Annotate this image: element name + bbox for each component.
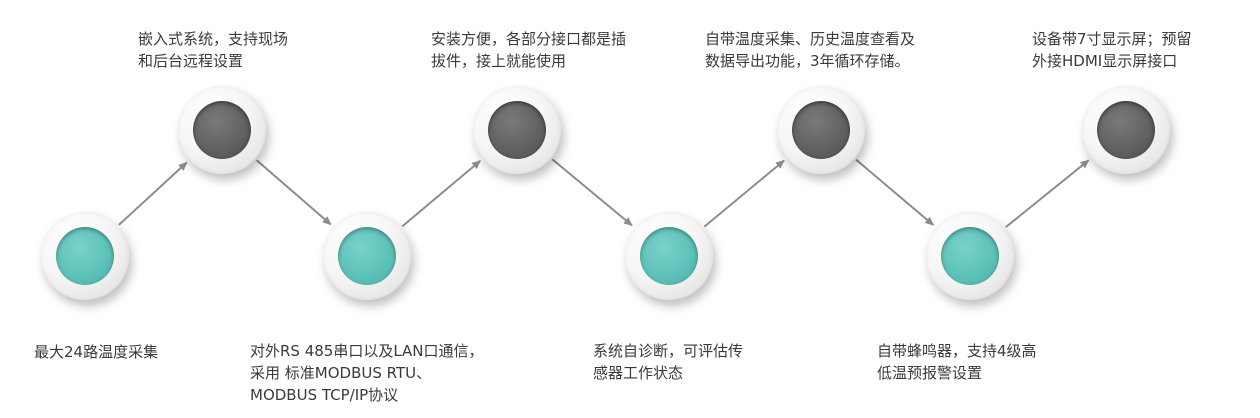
step-label-line: 嵌入式系统，支持现场: [138, 30, 289, 48]
connector-arrow: [703, 159, 785, 228]
node-core: [338, 227, 396, 285]
step-node-3: [323, 212, 411, 300]
step-label-line: 最大24路温度采集: [34, 343, 159, 361]
connector-arrow: [118, 161, 188, 226]
step-node-4: [473, 86, 561, 174]
node-core: [1097, 101, 1155, 159]
step-label-2: 嵌入式系统，支持现场 和后台远程设置: [138, 28, 288, 72]
step-label-1: 最大24路温度采集: [34, 341, 158, 363]
step-node-1: [41, 212, 129, 300]
node-core: [56, 227, 114, 285]
node-core: [792, 101, 850, 159]
step-node-8: [1082, 86, 1170, 174]
connector-arrow: [551, 158, 633, 227]
step-label-line: 外接HDMI显示屏接口: [1032, 52, 1178, 70]
step-label-line: 拔件，接上就能使用: [431, 52, 567, 70]
connector-arrow: [855, 158, 935, 226]
step-label-line: 感器工作状态: [593, 364, 684, 382]
connector-arrow: [1005, 159, 1090, 228]
step-label-line: MODBUS TCP/IP协议: [250, 386, 399, 404]
step-label-4: 安装方便，各部分接口都是插 拔件，接上就能使用: [431, 28, 626, 72]
step-label-line: 安装方便，各部分接口都是插: [431, 30, 627, 48]
step-label-line: 采用 标准MODBUS RTU、: [250, 364, 432, 382]
step-label-line: 对外RS 485串口以及LAN口通信，: [250, 342, 484, 360]
connector-arrow: [256, 159, 332, 226]
step-node-2: [178, 86, 266, 174]
step-label-8: 设备带7寸显示屏；预留 外接HDMI显示屏接口: [1032, 28, 1192, 72]
step-label-line: 和后台远程设置: [138, 52, 244, 70]
step-label-5: 系统自诊断，可评估传 感器工作状态: [593, 340, 743, 384]
step-label-6: 自带温度采集、历史温度查看及 数据导出功能，3年循环存储。: [705, 28, 915, 72]
node-core: [640, 227, 698, 285]
step-node-6: [777, 86, 865, 174]
step-node-5: [625, 212, 713, 300]
step-label-line: 系统自诊断，可评估传: [593, 342, 744, 360]
step-label-line: 自带温度采集、历史温度查看及: [705, 30, 916, 48]
step-label-7: 自带蜂鸣器，支持4级高 低温预报警设置: [877, 340, 1037, 384]
step-label-line: 设备带7寸显示屏；预留: [1032, 30, 1192, 48]
step-label-line: 低温预报警设置: [877, 364, 983, 382]
step-node-7: [926, 212, 1014, 300]
step-label-3: 对外RS 485串口以及LAN口通信， 采用 标准MODBUS RTU、 MOD…: [250, 340, 484, 406]
node-core: [488, 101, 546, 159]
node-core: [193, 101, 251, 159]
step-label-line: 数据导出功能，3年循环存储。: [705, 52, 910, 70]
node-core: [941, 227, 999, 285]
step-label-line: 自带蜂鸣器，支持4级高: [877, 342, 1037, 360]
connector-arrow: [401, 160, 481, 228]
